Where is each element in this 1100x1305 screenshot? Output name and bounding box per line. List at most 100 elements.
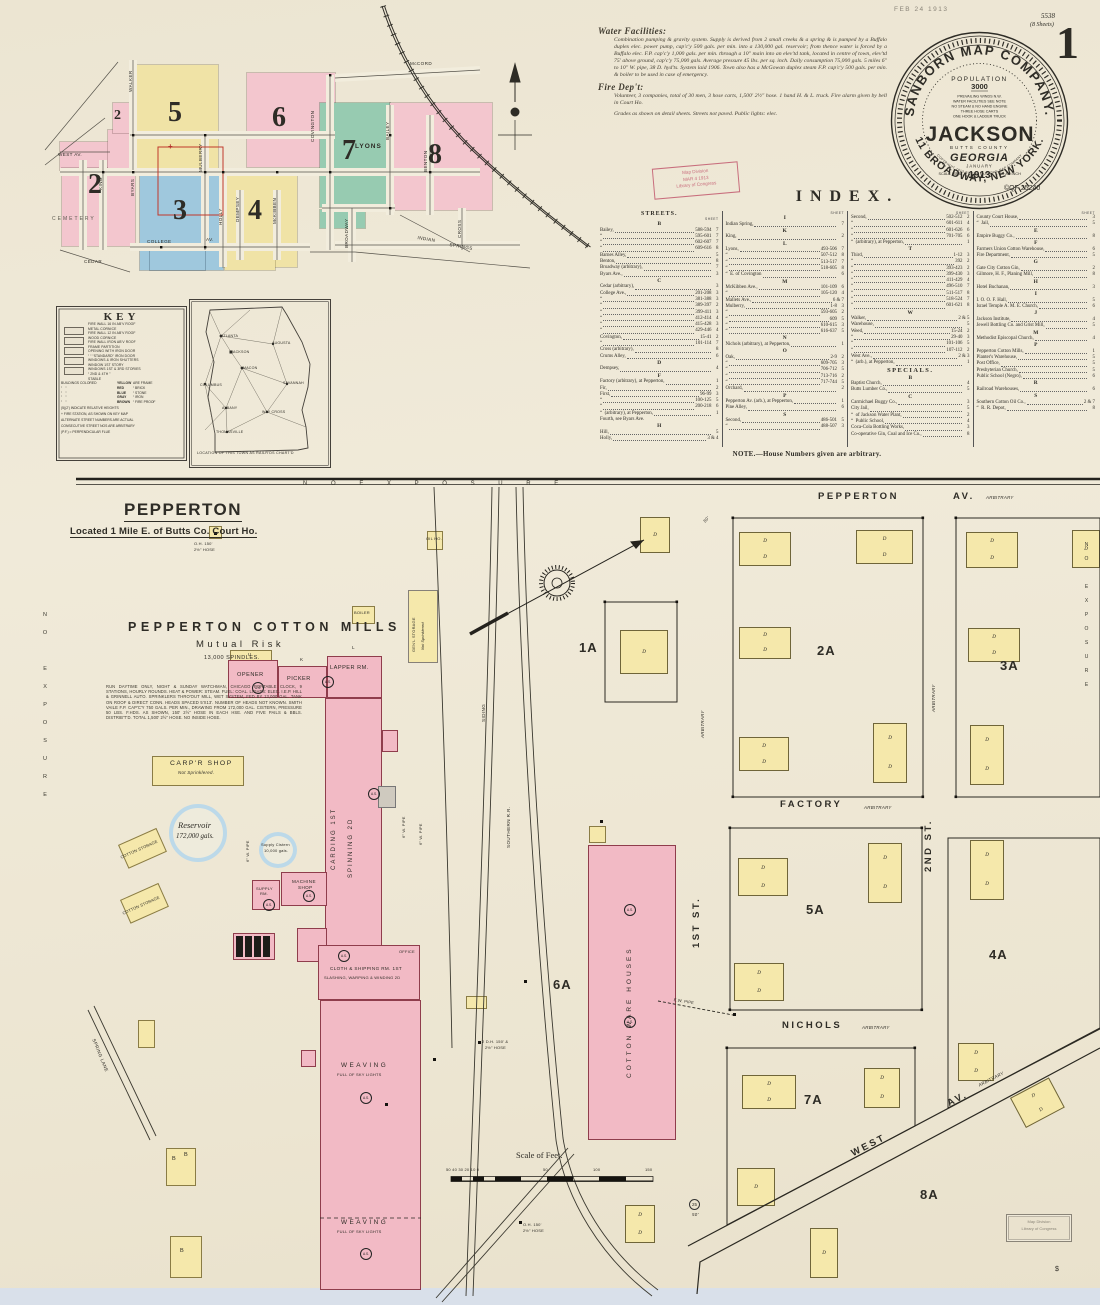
- map-label: LYONS: [355, 143, 382, 150]
- seal-state: GEORGIA: [950, 152, 1009, 164]
- key-footer-line: (P.F.) = PERPENDICULAR FLUE: [61, 430, 111, 435]
- dwelling: D: [1072, 530, 1100, 568]
- north-arrow: [498, 62, 532, 150]
- auto-sprinkler-mark: A.S.: [368, 788, 380, 800]
- index-item: “ of Jackson Water Plant,2: [851, 412, 970, 419]
- district-area: [61, 167, 136, 247]
- dwelling-mark: D: [990, 556, 994, 561]
- block-6a: 6A: [553, 977, 572, 992]
- index-item: Cedar (arbitrary),3: [600, 284, 719, 290]
- index-item: H: [1033, 278, 1038, 285]
- index-item: Southern Cotton Oil Co.,2 & 7: [976, 399, 1095, 405]
- library-of-congress-stamp: Map Division Library of Congress: [1006, 1214, 1072, 1242]
- map-label: BROADWAY: [344, 218, 349, 249]
- building: [427, 531, 443, 550]
- dwelling-mark: D: [757, 988, 761, 994]
- key-line: FIRE WALL 16 IN AB'V ROOF: [88, 322, 136, 326]
- map-label: 2 D.H. 150' &: [482, 1039, 509, 1044]
- water-facilities-title: Water Facilities:: [598, 26, 667, 36]
- map-label: ARBITRARY: [864, 805, 892, 810]
- map-label: 50 40 30 20 10 0: [446, 1167, 480, 1172]
- map-label: B: [184, 1152, 189, 1158]
- index-item: O: [782, 348, 787, 355]
- auto-sprinkler-mark: A.S.: [624, 1016, 636, 1028]
- dwelling-mark: D: [985, 882, 989, 887]
- map-label: AV.: [206, 237, 214, 242]
- key-color-row: “ “BLUE“ STONE: [61, 390, 147, 395]
- index-item: Pepperton Cotton Mills,1: [976, 348, 1095, 355]
- index-item: T: [908, 246, 913, 253]
- map-label: SUPPLY: [256, 886, 273, 891]
- dwelling-mark: D: [883, 885, 887, 890]
- index-item: Cross (arbitrary),8: [600, 347, 719, 353]
- map-label: BENTON: [423, 150, 428, 172]
- map-label: COVINGTON: [310, 110, 315, 142]
- index-item: Railroad Warehouses,6: [976, 386, 1095, 393]
- key-line: FIRE WALL IRON AB'V ROOF: [88, 340, 136, 345]
- map-label: McKIBBEN: [272, 197, 277, 224]
- map-label: 50: [543, 1167, 548, 1172]
- map-label: 2½" HOSE: [523, 1228, 545, 1233]
- map-label: SPINNING 2D: [348, 817, 354, 878]
- map-label: HOLLY: [218, 208, 223, 225]
- map-label: L: [352, 645, 355, 650]
- map-label: COLLEGE: [147, 239, 172, 244]
- building: [382, 730, 398, 752]
- auto-sprinkler-mark: A.S.: [322, 676, 334, 688]
- map-label: B: [180, 1248, 185, 1254]
- building: [301, 1050, 316, 1067]
- dwelling-mark: D: [767, 1081, 771, 1087]
- map-label: 172,000 gals.: [176, 832, 214, 840]
- key-line: WOOD CORNICE: [88, 335, 117, 340]
- sheet-count: (8 Sheets): [1030, 22, 1054, 28]
- dwelling-mark: D: [985, 738, 989, 743]
- map-label: WEST AV.: [58, 152, 83, 157]
- map-label: CLOTH & SHIPPING RM. 1ST: [330, 966, 403, 971]
- block-5a: 5A: [806, 902, 825, 917]
- seal-month: JANUARY: [966, 164, 992, 169]
- district-4: 4: [248, 195, 262, 226]
- key-color-row: “ “GRAY“ IRON: [61, 395, 144, 400]
- dwelling-mark: D: [888, 736, 892, 741]
- index-item: M: [1033, 329, 1039, 336]
- map-label: N O E X P O S U R E: [303, 481, 570, 487]
- index-item: Hill,5: [600, 429, 719, 436]
- map-label: FULL OF SKY LIGHTS: [337, 1229, 382, 1234]
- key-line: STABLE: [88, 376, 102, 381]
- hydrant-dot: [214, 532, 217, 535]
- map-label: 13,000 SPINDLES.: [204, 655, 260, 661]
- key-line: FRAME PARTITION: [88, 344, 120, 349]
- dwelling-mark: D: [822, 1250, 826, 1256]
- index-item: Nichols (arbitrary), at Pepperton,1: [725, 341, 844, 348]
- index-item: Gilmore, H. F., Planing Mill,8: [976, 272, 1095, 278]
- map-label: COTTON WARE HOUSES: [626, 946, 633, 1078]
- block-7a: 7A: [804, 1092, 823, 1107]
- index-item: Jackson Institute,4: [976, 316, 1095, 323]
- district-2: 2: [88, 169, 102, 200]
- scale-label: Scale of Feet.: [516, 1150, 563, 1160]
- map-label: Mutual Risk: [196, 639, 285, 650]
- seal-note-2: WATER FACILITIES SEE NOTE: [953, 100, 1007, 104]
- index-item: Methodist Episcopal Church,4: [976, 336, 1095, 342]
- building: [263, 936, 270, 957]
- map-label: BOILER: [354, 610, 370, 615]
